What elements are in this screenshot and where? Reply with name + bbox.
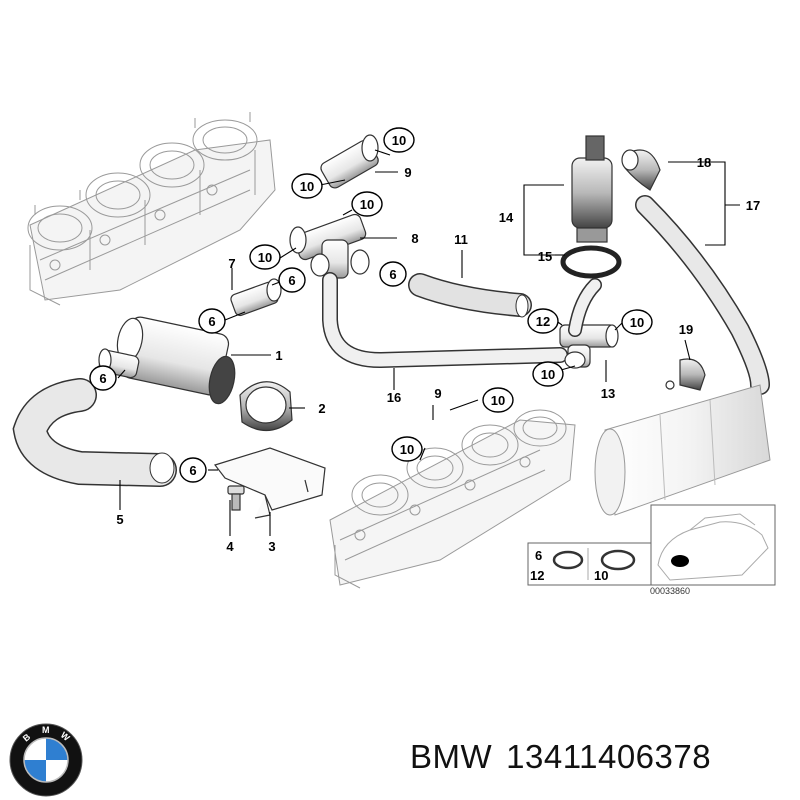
canister xyxy=(594,384,771,516)
callout-9: 9 xyxy=(434,386,441,401)
callout-10: 10 xyxy=(360,197,374,212)
car-locator xyxy=(650,504,776,586)
valve-group xyxy=(571,135,613,243)
hose-end xyxy=(149,452,175,484)
callout-6: 6 xyxy=(99,371,106,386)
callout-12: 12 xyxy=(536,314,550,329)
lower-throttle-assembly xyxy=(329,409,576,589)
t-piece xyxy=(559,324,619,369)
part-caption: BMW 13411406378 xyxy=(410,738,725,776)
callout-11: 11 xyxy=(454,232,468,247)
callouts: 10 9 10 10 8 10 7 6 6 6 1 6 2 6 5 4 3 11… xyxy=(99,133,760,554)
gasket xyxy=(560,245,622,279)
rubber-mount xyxy=(239,381,293,432)
callout-10: 10 xyxy=(541,367,555,382)
callout-10: 10 xyxy=(400,442,414,457)
callout-6: 6 xyxy=(208,314,215,329)
callout-15: 15 xyxy=(538,249,552,264)
callout-14: 14 xyxy=(499,210,514,225)
callout-17: 17 xyxy=(746,198,760,213)
bracket xyxy=(213,447,326,519)
callout-8: 8 xyxy=(411,231,418,246)
callout-19: 19 xyxy=(679,322,693,337)
callout-10: 10 xyxy=(300,179,314,194)
callout-2: 2 xyxy=(318,401,325,416)
logo-letter-b: B xyxy=(21,731,33,743)
idle-valve xyxy=(98,316,236,405)
callout-10: 10 xyxy=(392,133,406,148)
legend-12: 12 xyxy=(530,568,544,583)
callout-1: 1 xyxy=(275,348,282,363)
legend-box: 6 12 10 xyxy=(527,542,652,586)
callout-6: 6 xyxy=(288,273,295,288)
diagram-ref-code: 00033860 xyxy=(650,586,690,596)
part-number: 13411406378 xyxy=(506,738,712,775)
elbow xyxy=(621,149,661,191)
callout-10: 10 xyxy=(630,315,644,330)
callout-10: 10 xyxy=(258,250,272,265)
clip xyxy=(665,358,706,391)
bmw-logo: B M W xyxy=(9,723,83,797)
callout-circles xyxy=(89,127,653,483)
hose-connector xyxy=(320,134,379,189)
hose-connector xyxy=(230,278,282,317)
callout-13: 13 xyxy=(601,386,615,401)
legend-6: 6 xyxy=(535,548,542,563)
callout-10: 10 xyxy=(491,393,505,408)
callout-5: 5 xyxy=(116,512,123,527)
callout-9: 9 xyxy=(404,165,411,180)
brand-name: BMW xyxy=(410,738,493,775)
callout-18: 18 xyxy=(697,155,711,170)
t-piece xyxy=(289,213,370,279)
callout-7: 7 xyxy=(228,256,235,271)
callout-4: 4 xyxy=(226,539,234,554)
callout-16: 16 xyxy=(387,390,401,405)
upper-throttle-assembly xyxy=(27,112,276,306)
legend-10: 10 xyxy=(594,568,608,583)
callout-3: 3 xyxy=(268,539,275,554)
callout-6: 6 xyxy=(189,463,196,478)
callout-6: 6 xyxy=(389,267,396,282)
bolt xyxy=(227,485,245,511)
logo-letter-m: M xyxy=(42,725,50,735)
